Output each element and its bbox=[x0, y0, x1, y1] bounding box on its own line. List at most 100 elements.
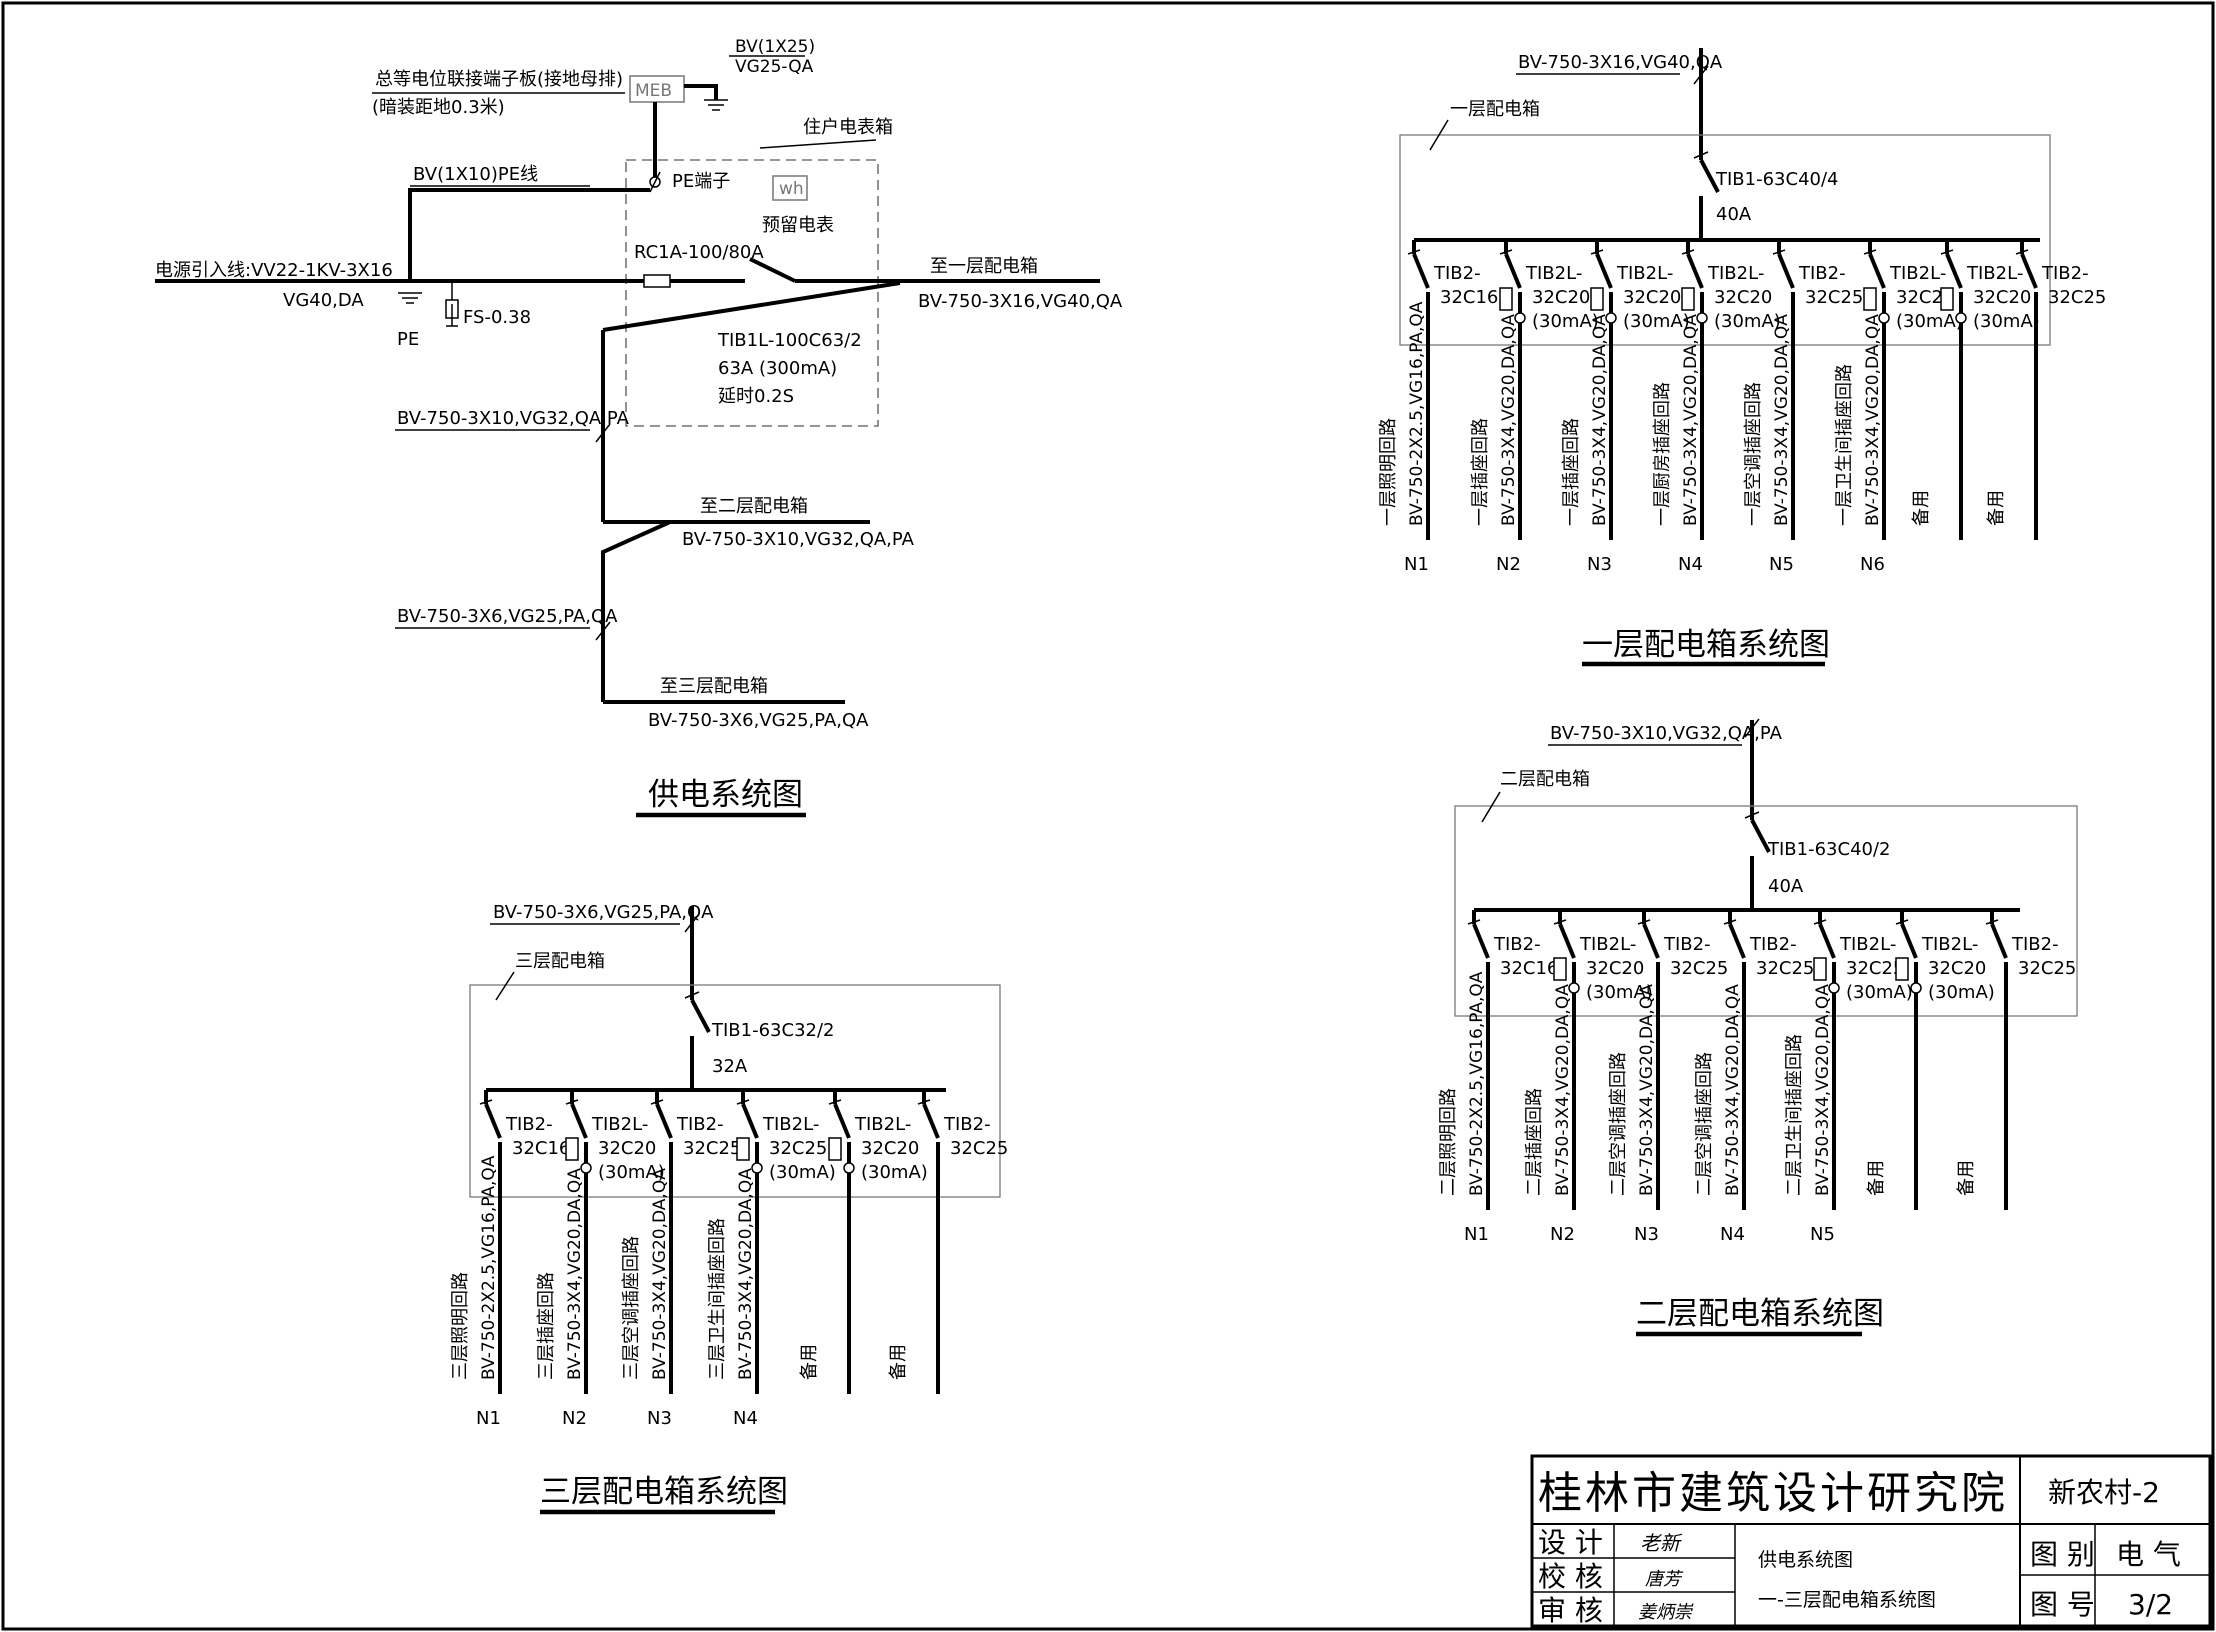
design-signature: 老新 bbox=[1640, 1531, 1683, 1555]
f3-circuit-1-id: N1 bbox=[476, 1408, 501, 1429]
f3-breaker-2-label-c: (30mA) bbox=[598, 1162, 665, 1183]
supply-diagram: 总等电位联接端子板(接地母排) (暗装距地0.3米) MEB BV(1X25) … bbox=[155, 37, 1123, 818]
f2-breaker-3-switch bbox=[1642, 923, 1660, 959]
f1-breaker-3-label-b: 32C20 bbox=[1623, 287, 1681, 308]
riser-2: BV-750-3X6,VG25,PA,QA bbox=[397, 606, 618, 627]
main-rating: 63A (300mA) bbox=[718, 358, 837, 379]
number-label: 图 号 bbox=[2030, 1588, 2095, 1621]
f2-breaker-4-switch bbox=[1728, 923, 1746, 959]
rc-breaker: RC1A-100/80A bbox=[634, 242, 764, 263]
f1-main-breaker: TIB1-63C40/4 bbox=[1715, 169, 1839, 190]
to-f3: 至三层配电箱 bbox=[660, 676, 768, 697]
incoming-conduit: VG40,DA bbox=[283, 290, 364, 311]
f3-circuit-5-name: 备用 bbox=[799, 1344, 820, 1380]
f1-breaker-8-label-a: TIB2- bbox=[2041, 263, 2089, 284]
f2-circuit-3-name: 二层空调插座回路 bbox=[1608, 1052, 1629, 1196]
spd-label: FS-0.38 bbox=[463, 307, 531, 328]
f3-breaker-1-label-b: 32C16 bbox=[512, 1138, 570, 1159]
f2-breaker-5-label-a: TIB2L- bbox=[1839, 934, 1896, 955]
f1-main-rating: 40A bbox=[1716, 204, 1752, 225]
incoming-cable: 电源引入线:VV22-1KV-3X16 bbox=[155, 260, 393, 281]
meb-cable-1: BV(1X25) bbox=[735, 37, 815, 57]
supply-title: 供电系统图 bbox=[648, 777, 803, 813]
f2-breaker-3-label-b: 32C25 bbox=[1670, 958, 1728, 979]
f2-breaker-4-label-b: 32C25 bbox=[1756, 958, 1814, 979]
to-f3-cable: BV-750-3X6,VG25,PA,QA bbox=[648, 710, 869, 731]
f2-breaker-7-label-b: 32C25 bbox=[2018, 958, 2076, 979]
f2-breaker-1-label-b: 32C16 bbox=[1500, 958, 1558, 979]
check-label: 校 核 bbox=[1538, 1560, 1603, 1593]
f3-breaker-3-label-a: TIB2- bbox=[676, 1114, 724, 1135]
floor1-panel-diagram: BV-750-3X16,VG40,QA 一层配电箱 TIB1-63C40/4 4… bbox=[1378, 48, 2106, 667]
f3-title: 三层配电箱系统图 bbox=[540, 1474, 788, 1510]
f2-circuit-4-name: 二层空调插座回路 bbox=[1694, 1052, 1715, 1196]
f3-breaker-1-switch bbox=[484, 1103, 502, 1139]
f1-circuit-2-id: N2 bbox=[1496, 554, 1521, 575]
f1-breaker-2-label-b: 32C20 bbox=[1532, 287, 1590, 308]
meb-cable-2: VG25-QA bbox=[735, 57, 814, 77]
f1-breaker-3-label-c: (30mA) bbox=[1623, 311, 1690, 332]
f1-circuit-1-name: 一层照明回路 bbox=[1378, 418, 1399, 526]
main-delay: 延时0.2S bbox=[718, 386, 794, 407]
meter-label: 预留电表 bbox=[762, 215, 834, 236]
f1-circuit-4-id: N4 bbox=[1678, 554, 1703, 575]
f2-main-rating: 40A bbox=[1768, 876, 1804, 897]
f1-breaker-1-label-a: TIB2- bbox=[1433, 263, 1481, 284]
f2-box bbox=[1454, 805, 2078, 1017]
floor2-panel-diagram: BV-750-3X10,VG32,QA,PA 二层配电箱 TIB1-63C40/… bbox=[1438, 718, 2078, 1337]
f3-circuit-3-id: N3 bbox=[647, 1408, 672, 1429]
category-value: 电 气 bbox=[2116, 1538, 2181, 1571]
f1-circuit-6-id: N6 bbox=[1860, 554, 1885, 575]
f1-breaker-8-switch bbox=[2020, 253, 2038, 289]
f1-breaker-5-label-a: TIB2- bbox=[1798, 263, 1846, 284]
f2-circuit-2-name: 二层插座回路 bbox=[1524, 1088, 1545, 1196]
f3-breaker-5-switch bbox=[833, 1103, 851, 1139]
f1-breaker-2-switch bbox=[1504, 253, 1522, 289]
f1-circuit-1-id: N1 bbox=[1404, 554, 1429, 575]
f1-circuit-1-cable: BV-750-2X2.5,VG16,PA,QA bbox=[1407, 301, 1427, 526]
meb-note: (暗装距地0.3米) bbox=[372, 97, 505, 118]
f2-breaker-6-label-c: (30mA) bbox=[1928, 982, 1995, 1003]
f2-circuit-1-name: 二层照明回路 bbox=[1438, 1088, 1459, 1196]
f1-breaker-5-label-b: 32C25 bbox=[1805, 287, 1863, 308]
f2-breaker-5-label-c: (30mA) bbox=[1846, 982, 1913, 1003]
f3-breaker-6-label-a: TIB2- bbox=[943, 1114, 991, 1135]
f1-breaker-4-label-b: 32C20 bbox=[1714, 287, 1772, 308]
f2-breaker-7-switch bbox=[1990, 923, 2008, 959]
f3-box-label: 三层配电箱 bbox=[515, 951, 605, 972]
f2-circuit-1-id: N1 bbox=[1464, 1224, 1489, 1245]
f1-breaker-5-switch bbox=[1777, 253, 1795, 289]
project-name: 新农村-2 bbox=[2048, 1476, 2160, 1509]
f3-breaker-3-label-b: 32C25 bbox=[683, 1138, 741, 1159]
f1-breaker-6-label-c: (30mA) bbox=[1896, 311, 1963, 332]
title-block: 桂林市建筑设计研究院 新农村-2 设 计 校 核 审 核 老新 唐芳 姜炳崇 供… bbox=[1530, 1454, 2212, 1628]
f2-feeder: BV-750-3X10,VG32,QA,PA bbox=[1550, 723, 1783, 744]
f3-circuit-1-name: 三层照明回路 bbox=[450, 1272, 471, 1380]
f1-breaker-2-label-c: (30mA) bbox=[1532, 311, 1599, 332]
f1-circuit-3-id: N3 bbox=[1587, 554, 1612, 575]
f2-circuit-5-name: 二层卫生间插座回路 bbox=[1784, 1034, 1805, 1196]
f1-breaker-7-switch bbox=[1945, 253, 1963, 289]
meter-symbol-box bbox=[772, 175, 808, 201]
f3-main-rating: 32A bbox=[712, 1056, 748, 1077]
f3-circuit-1-cable: BV-750-2X2.5,VG16,PA,QA bbox=[479, 1155, 499, 1380]
f2-box-label: 二层配电箱 bbox=[1500, 769, 1590, 790]
f3-breaker-4-switch bbox=[741, 1103, 759, 1139]
to-f2-cable: BV-750-3X10,VG32,QA,PA bbox=[682, 529, 915, 550]
f1-breaker-6-label-b: 32C25 bbox=[1896, 287, 1954, 308]
f2-breaker-7-label-a: TIB2- bbox=[2011, 934, 2059, 955]
floor3-panel-diagram: BV-750-3X6,VG25,PA,QA 三层配电箱 TIB1-63C32/2… bbox=[450, 902, 1008, 1515]
drawing-number: 3/2 bbox=[2128, 1588, 2173, 1621]
f2-breaker-6-label-a: TIB2L- bbox=[1921, 934, 1978, 955]
f1-circuit-5-name: 一层空调插座回路 bbox=[1743, 382, 1764, 526]
f1-box-label: 一层配电箱 bbox=[1450, 99, 1540, 120]
f1-circuit-3-name: 一层插座回路 bbox=[1561, 418, 1582, 526]
meter-box bbox=[625, 159, 879, 427]
f3-circuit-2-cable: BV-750-3X4,VG20,DA,QA bbox=[565, 1168, 585, 1380]
f1-circuit-5-id: N5 bbox=[1769, 554, 1794, 575]
f2-breaker-5-switch bbox=[1818, 923, 1836, 959]
f3-breaker-6-switch bbox=[922, 1103, 940, 1139]
f1-circuit-6-name: 一层卫生间插座回路 bbox=[1834, 364, 1855, 526]
f1-circuit-4-name: 一层厨房插座回路 bbox=[1652, 382, 1673, 526]
